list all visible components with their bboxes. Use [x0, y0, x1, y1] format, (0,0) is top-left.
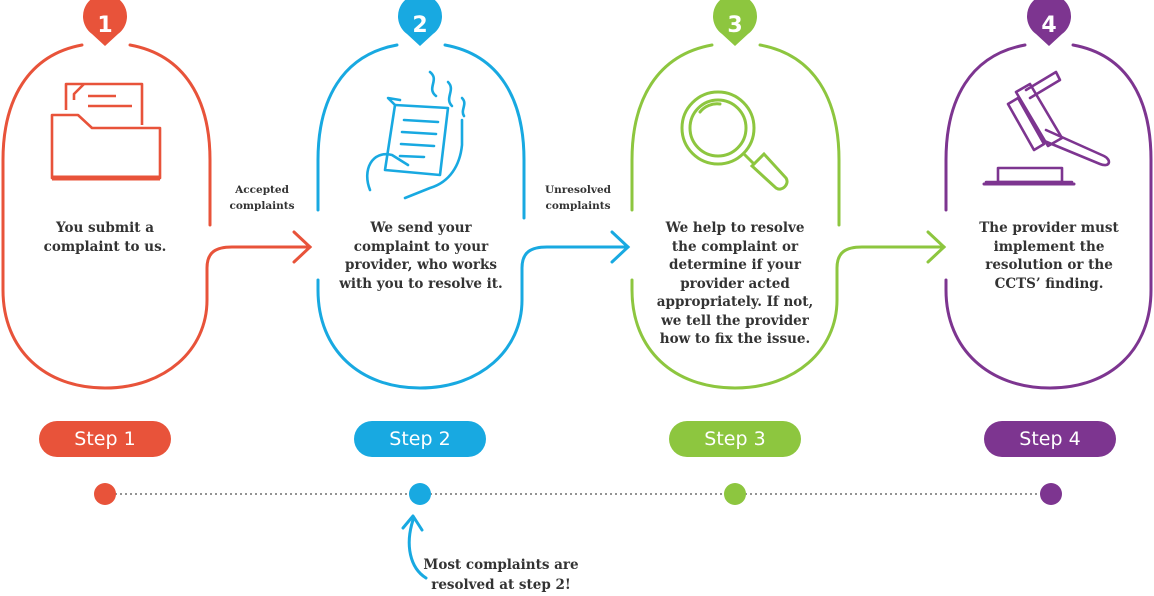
step-1-description: You submit a complaint to us.	[43, 220, 167, 255]
folder-document-icon	[50, 82, 162, 181]
step-1-number: 1	[97, 13, 112, 38]
step-3-pill: Step 3	[704, 428, 766, 450]
step-2-pill: Step 2	[389, 428, 451, 450]
note-text: Most complaints are resolved at step 2!	[423, 557, 579, 593]
step-4-description: The provider must implement the resoluti…	[979, 220, 1119, 292]
hand-document-icon	[365, 70, 466, 200]
gavel-icon	[982, 70, 1111, 186]
step-3-loop	[630, 43, 947, 390]
step-4-pill: Step 4	[1019, 428, 1081, 450]
step-3-pill-bg	[669, 421, 801, 457]
magnifying-glass-icon	[680, 90, 789, 191]
step-2-number: 2	[412, 13, 427, 38]
timeline-dot-step-4	[1040, 483, 1062, 505]
step-3-badge: 3	[713, 0, 757, 46]
step-4-pill-bg	[984, 421, 1116, 457]
timeline-dot-step-1	[94, 483, 116, 505]
note-arrow-icon	[401, 514, 428, 580]
timeline-dot-step-2	[409, 483, 431, 505]
step-1-pill-bg	[39, 421, 171, 457]
step-2-loop	[316, 43, 631, 390]
step-2-description: We send your complaint to your provider,…	[339, 220, 503, 292]
step-4-number: 4	[1041, 13, 1056, 38]
connector-label-unresolved: Unresolved complaints	[544, 184, 612, 212]
timeline-dot-step-3	[724, 483, 746, 505]
step-3-number: 3	[727, 13, 742, 38]
connector-label-accepted: Accepted complaints	[229, 184, 295, 212]
step-1-badge: 1	[83, 0, 127, 46]
step-4-loop	[944, 43, 1153, 390]
step-4-badge: 4	[1027, 0, 1071, 46]
step-2-badge: 2	[398, 0, 442, 46]
step-1-pill: Step 1	[74, 428, 136, 450]
step-3-description: We help to resolve the complaint or dete…	[656, 220, 814, 347]
step-2-pill-bg	[354, 421, 486, 457]
step-1-loop	[1, 43, 313, 390]
